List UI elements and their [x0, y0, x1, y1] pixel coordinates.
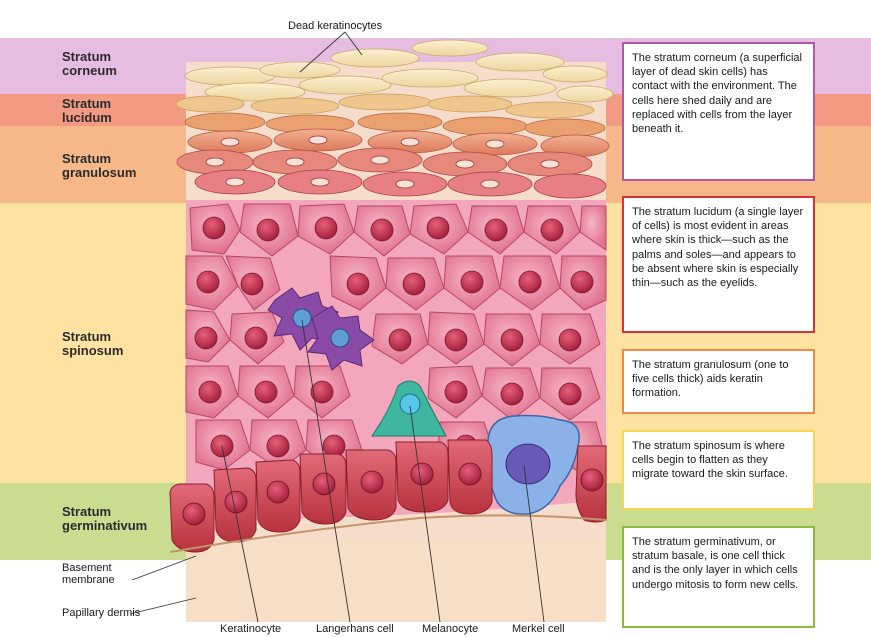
- granulosum-cells: [177, 113, 609, 198]
- description-spinosum: The stratum spinosum is where cells begi…: [622, 430, 815, 510]
- description-lucidum: The stratum lucidum (a single layer of c…: [622, 196, 815, 333]
- label-langerhans-cell: Langerhans cell: [316, 623, 394, 635]
- label-basement-membrane: Basement membrane: [62, 562, 115, 586]
- label-stratum-germinativum: Stratum germinativum: [62, 505, 182, 533]
- label-merkel-cell: Merkel cell: [512, 623, 565, 635]
- label-stratum-corneum: Stratum corneum: [62, 50, 182, 78]
- label-papillary-dermis: Papillary dermis: [62, 607, 140, 619]
- description-granulosum: The stratum granulosum (one to five cell…: [622, 349, 815, 414]
- label-stratum-lucidum: Stratum lucidum: [62, 97, 182, 125]
- label-melanocyte: Melanocyte: [422, 623, 478, 635]
- label-stratum-spinosum: Stratum spinosum: [62, 330, 182, 358]
- label-dead-keratinocytes: Dead keratinocytes: [288, 20, 382, 32]
- papillary-dermis-area: [186, 540, 606, 622]
- description-germinativum: The stratum germinativum, or stratum bas…: [622, 526, 815, 628]
- label-stratum-granulosum: Stratum granulosum: [62, 152, 182, 180]
- description-corneum: The stratum corneum (a superficial layer…: [622, 42, 815, 181]
- label-keratinocyte: Keratinocyte: [220, 623, 281, 635]
